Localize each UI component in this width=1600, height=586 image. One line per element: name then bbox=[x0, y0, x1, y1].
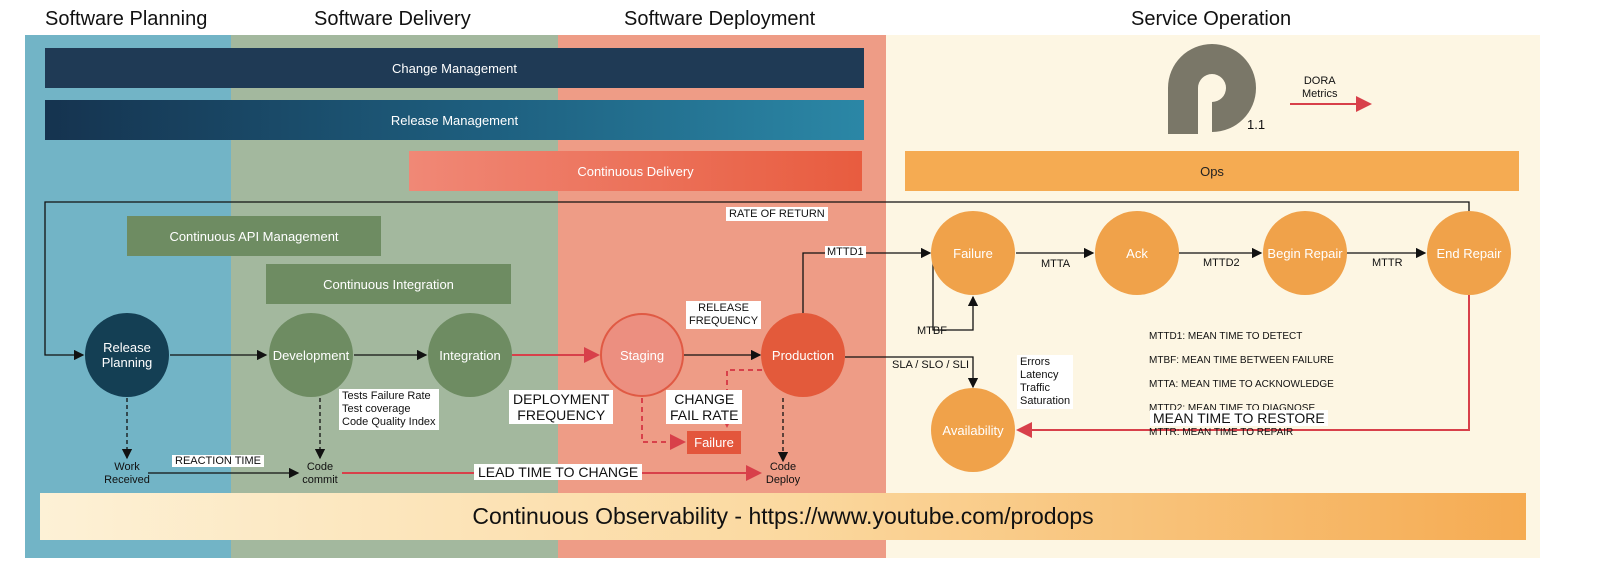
node-development: Development bbox=[269, 313, 353, 397]
prodops-logo bbox=[1168, 44, 1256, 134]
continuous-integration-bar: Continuous Integration bbox=[266, 264, 511, 304]
rate-of-return-label: RATE OF RETURN bbox=[726, 207, 828, 221]
phase-title-operation: Service Operation bbox=[1131, 8, 1292, 30]
node-failure: Failure bbox=[931, 211, 1015, 295]
mttd2-label: MTTD2 bbox=[1203, 257, 1240, 269]
node-availability: Availability bbox=[931, 388, 1015, 472]
mttr-label: MTTR bbox=[1372, 257, 1403, 269]
logo-version: 1.1 bbox=[1247, 117, 1266, 132]
mtta-label: MTTA bbox=[1041, 258, 1071, 270]
change-management-bar: Change Management bbox=[45, 48, 864, 88]
reaction-time-label: REACTION TIME bbox=[172, 455, 264, 467]
legend-mttd2: MTTD2: MEAN TIME TO DIAGNOSE bbox=[1149, 403, 1316, 414]
work-received-label: Work Received bbox=[104, 461, 150, 486]
release-management-bar: Release Management bbox=[45, 100, 864, 140]
node-production: Production bbox=[761, 313, 845, 397]
node-ack: Ack bbox=[1095, 211, 1179, 295]
metrics-legend: MTTD1: MEAN TIME TO DETECT MTBF: MEAN TI… bbox=[1149, 319, 1334, 451]
phase-title-planning: Software Planning bbox=[45, 8, 208, 30]
code-deploy-label: Code Deploy bbox=[765, 461, 801, 486]
node-begin-repair: Begin Repair bbox=[1263, 211, 1347, 295]
node-release-planning: Release Planning bbox=[85, 313, 169, 397]
phase-title-deployment: Software Deployment bbox=[624, 8, 816, 30]
legend-mttr: MTTR: MEAN TIME TO REPAIR bbox=[1149, 427, 1294, 438]
change-fail-rate-label: CHANGE FAIL RATE bbox=[666, 390, 743, 424]
sla-slo-sli-label: SLA / SLO / SLI bbox=[892, 359, 970, 371]
code-commit-label: Code commit bbox=[302, 461, 338, 486]
continuous-observability-banner: Continuous Observability - https://www.y… bbox=[40, 493, 1526, 540]
golden-signals-label: Errors Latency Traffic Saturation bbox=[1017, 355, 1074, 409]
phase-title-delivery: Software Delivery bbox=[314, 8, 471, 30]
continuous-delivery-bar: Continuous Delivery bbox=[409, 151, 862, 191]
tests-quality-label: Tests Failure Rate Test coverage Code Qu… bbox=[339, 389, 439, 430]
lead-time-to-change-label: LEAD TIME TO CHANGE bbox=[474, 464, 643, 480]
dora-metrics-label: DORA Metrics bbox=[1302, 75, 1338, 100]
failure-box: Failure bbox=[687, 431, 741, 454]
mean-time-to-restore-label: MEAN TIME TO RESTORE bbox=[1150, 410, 1328, 426]
mtbf-label: MTBF bbox=[917, 325, 947, 337]
release-frequency-label: RELEASE FREQUENCY bbox=[686, 301, 762, 329]
node-staging: Staging bbox=[600, 313, 684, 397]
legend-mtta: MTTA: MEAN TIME TO ACKNOWLEDGE bbox=[1149, 379, 1334, 390]
ops-bar: Ops bbox=[905, 151, 1519, 191]
node-end-repair: End Repair bbox=[1427, 211, 1511, 295]
legend-mttd1: MTTD1: MEAN TIME TO DETECT bbox=[1149, 331, 1303, 342]
mttd1-label: MTTD1 bbox=[825, 246, 866, 258]
node-integration: Integration bbox=[428, 313, 512, 397]
deployment-frequency-label: DEPLOYMENT FREQUENCY bbox=[509, 390, 614, 424]
continuous-api-management-bar: Continuous API Management bbox=[127, 216, 381, 256]
legend-mtbf: MTBF: MEAN TIME BETWEEN FAILURE bbox=[1149, 355, 1334, 366]
